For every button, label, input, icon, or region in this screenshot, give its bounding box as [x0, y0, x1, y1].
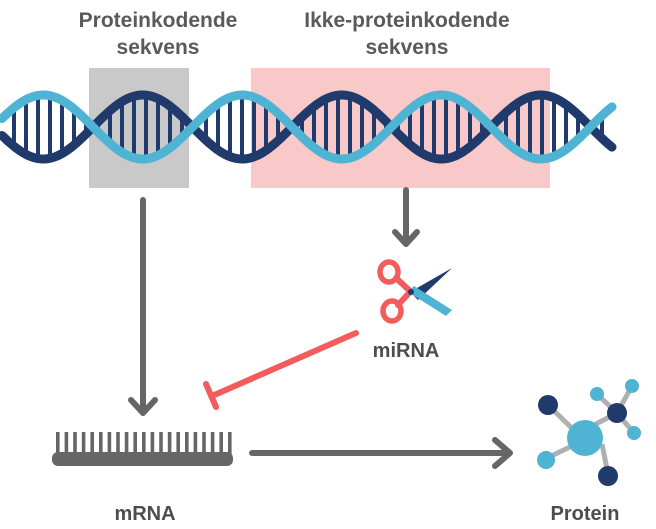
mrna-tooth: [167, 432, 172, 456]
mrna-comb-icon: [52, 432, 233, 466]
protein-label: Protein: [550, 503, 620, 525]
noncoding-label-line1: Ikke-proteinkodende: [304, 9, 510, 32]
mirna-label: miRNA: [372, 340, 440, 362]
mrna-tooth: [56, 432, 60, 456]
mrna-tooth: [159, 432, 163, 456]
mrna-tooth: [81, 432, 86, 456]
noncoding-sequence-label: Ikke-proteinkodende sekvens: [262, 8, 552, 62]
mrna-to-protein-arrow: [249, 437, 513, 469]
mrna-tooth: [210, 432, 215, 456]
coding-label-line1: Proteinkodende: [78, 9, 238, 32]
coding-sequence-label: Proteinkodende sekvens: [58, 8, 258, 62]
mrna-label: mRNA: [114, 503, 176, 525]
mrna-tooth: [107, 432, 112, 456]
mrna-tooth: [73, 432, 77, 456]
dna-helix-icon: [0, 90, 617, 164]
coding-label-line2: sekvens: [116, 35, 200, 59]
mrna-tooth: [185, 432, 189, 456]
mrna-tooth: [142, 432, 146, 456]
protein-molecule-icon: [537, 379, 641, 486]
inhibition-line: [203, 330, 359, 410]
mrna-tooth: [133, 432, 137, 456]
scissors-icon: [377, 259, 452, 324]
mrna-tooth: [150, 432, 155, 456]
mrna-tooth: [99, 432, 103, 456]
noncoding-label-line2: sekvens: [365, 35, 449, 59]
dna-strand-dark: [0, 90, 617, 164]
noncoding-to-mirna-arrow: [392, 187, 420, 247]
mrna-tooth: [116, 432, 120, 456]
coding-region-highlight: [89, 68, 189, 188]
mrna-tooth: [219, 432, 223, 456]
mrna-tooth: [176, 432, 180, 456]
mrna-tooth: [90, 432, 94, 456]
mrna-tooth: [124, 432, 129, 456]
mrna-tooth: [228, 432, 232, 456]
mrna-tooth: [193, 432, 198, 456]
dna-strand-light: [0, 90, 617, 164]
coding-to-mrna-arrow: [128, 197, 158, 416]
mrna-tooth: [64, 432, 69, 456]
mrna-tooth: [202, 432, 206, 456]
